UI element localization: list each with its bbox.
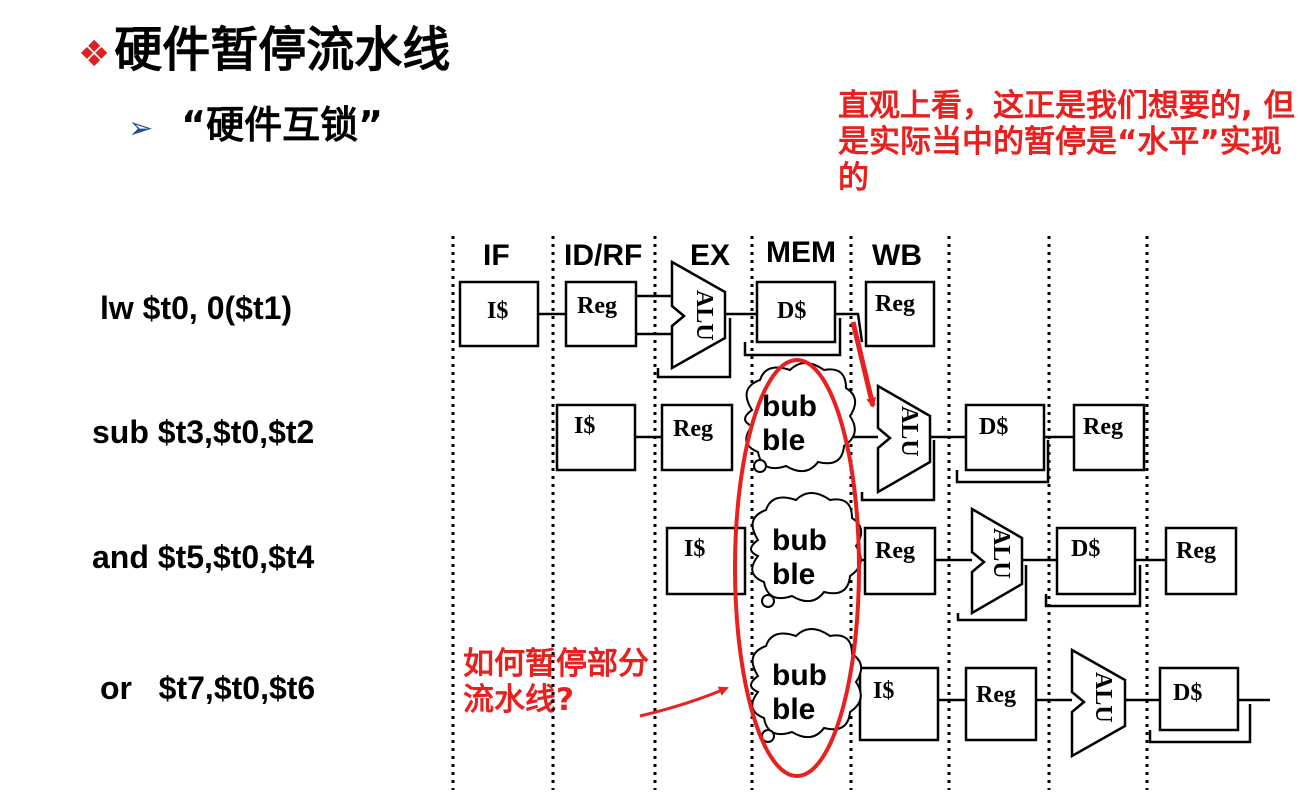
row-or xyxy=(858,647,1270,759)
bubble-highlight-ellipse xyxy=(733,358,861,778)
reg-box xyxy=(1072,403,1146,472)
dcache-label: D$ xyxy=(979,414,1008,440)
stage-label-mem: MEM xyxy=(766,236,836,269)
bubble-label: ble xyxy=(772,693,815,726)
alu-shape xyxy=(1070,647,1127,759)
bubble-cloud xyxy=(750,628,863,743)
reg-box xyxy=(564,280,638,348)
bubble-label: ble xyxy=(772,558,815,591)
reg-label: Reg xyxy=(875,538,915,564)
row-and xyxy=(665,506,1238,622)
dcache-label: D$ xyxy=(1071,536,1100,562)
bubble-label: bub xyxy=(772,524,827,557)
alu-label: ALU xyxy=(691,290,717,341)
instruction-and: and $t5,$t0,$t4 xyxy=(92,539,315,575)
alu-label: ALU xyxy=(896,406,922,457)
icache-label: I$ xyxy=(684,536,705,562)
reg-label: Reg xyxy=(976,682,1016,708)
reg-label: Reg xyxy=(875,291,915,317)
dcache-label: D$ xyxy=(777,298,806,324)
reg-label: Reg xyxy=(1083,414,1123,440)
icache-label: I$ xyxy=(873,678,894,704)
alu-shape xyxy=(876,383,932,495)
dcache-box xyxy=(1055,526,1137,596)
reg-label: Reg xyxy=(673,416,713,442)
bubble-label: bub xyxy=(762,390,817,423)
stage-label-if: IF xyxy=(483,239,510,272)
reg-box xyxy=(864,280,936,348)
dcache-box xyxy=(1158,666,1240,732)
question-arrow xyxy=(639,686,729,718)
row-lw xyxy=(458,259,936,379)
icache-box xyxy=(665,526,747,596)
icache-box xyxy=(555,403,637,472)
reg-label: Reg xyxy=(1176,538,1216,564)
bubble-label: bub xyxy=(772,659,827,692)
reg-box xyxy=(964,666,1038,742)
alu-shape xyxy=(670,259,727,371)
dcache-label: D$ xyxy=(1173,680,1202,706)
row-sub xyxy=(555,383,1146,502)
reg-box xyxy=(1164,526,1238,596)
alu-label: ALU xyxy=(988,528,1014,579)
icache-label: I$ xyxy=(574,413,595,439)
alu-label: ALU xyxy=(1090,672,1116,723)
icache-label: I$ xyxy=(487,298,508,324)
instruction-sub: sub $t3,$t0,$t2 xyxy=(92,414,315,450)
dcache-box xyxy=(755,280,837,344)
slide-subtitle: ➢ “硬件互锁” xyxy=(128,94,383,149)
slide-subtitle-text: “硬件互锁” xyxy=(181,103,384,147)
dcache-box xyxy=(964,403,1046,472)
instruction-lw: lw $t0, 0($t1) xyxy=(100,290,293,326)
diamond-bullet-icon: ❖ xyxy=(78,34,111,75)
stage-label-idrf: ID/RF xyxy=(564,239,642,272)
stage-label-wb: WB xyxy=(872,239,922,272)
annotation-note: 直观上看，这正是我们想要的, 但是实际当中的暂停是“水平”实现的 xyxy=(838,88,1295,196)
stage-label-ex: EX xyxy=(690,239,730,272)
icache-box xyxy=(858,666,940,742)
forwarding-arrow xyxy=(850,321,877,408)
slide-title: ❖硬件暂停流水线 xyxy=(78,10,450,80)
reg-box xyxy=(660,403,734,472)
slide-title-text: 硬件暂停流水线 xyxy=(114,22,451,78)
bubble-cloud xyxy=(750,492,863,608)
arrow-bullet-icon: ➢ xyxy=(128,111,154,146)
instruction-or: or $t7,$t0,$t6 xyxy=(100,670,316,706)
bubble-label: ble xyxy=(762,424,805,457)
reg-label: Reg xyxy=(577,293,617,319)
annotation-question: 如何暂停部分流水线? xyxy=(463,646,649,718)
alu-shape xyxy=(970,506,1024,616)
